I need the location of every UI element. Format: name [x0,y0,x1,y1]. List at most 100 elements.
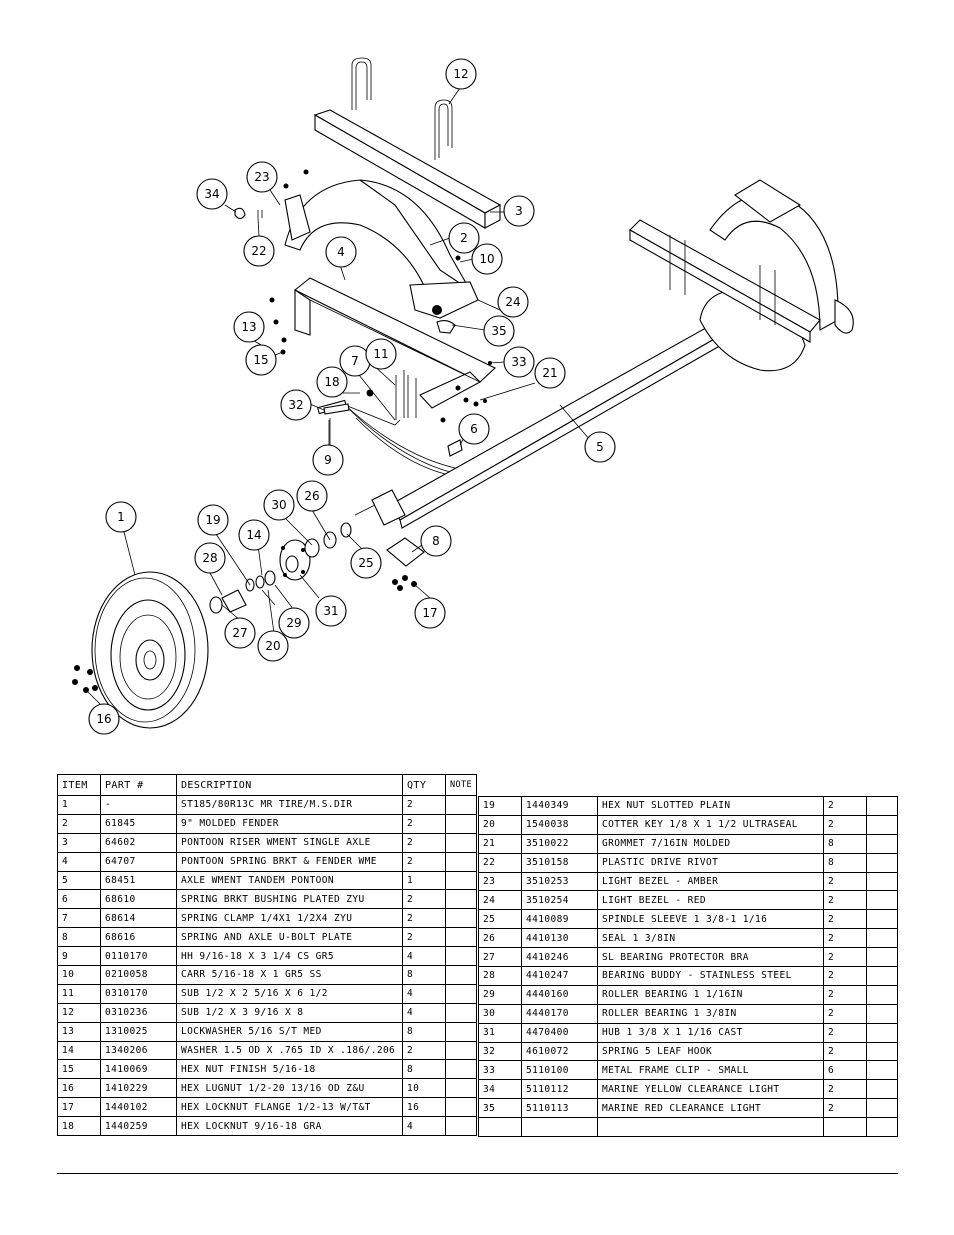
col-header-part: PART # [100,774,177,796]
cell-part: 4610072 [521,1041,598,1062]
cell-part: 4410247 [521,966,598,986]
cell-note [866,1098,898,1119]
cell-item: 15 [57,1059,101,1080]
cell-note [445,889,477,910]
axle [354,319,731,529]
cell-note [866,1079,898,1100]
cell-description [597,1117,824,1138]
svg-text:19: 19 [205,513,220,527]
cell-note [445,1021,477,1042]
callout-29: 29 [278,607,310,639]
callout-13: 13 [233,311,265,343]
cell-description: SEAL 1 3/8IN [597,928,824,949]
cell-description: HEX NUT FINISH 5/16-18 [176,1059,403,1080]
callout-34: 34 [196,178,228,210]
cell-item: 18 [57,1116,101,1137]
cell-qty: 2 [402,889,446,910]
cell-part: 5110100 [521,1060,598,1081]
cell-note [866,928,898,949]
callout-3: 3 [503,195,535,227]
cell-qty [823,1117,867,1138]
cell-description: BEARING BUDDY - STAINLESS STEEL [597,966,824,986]
cell-qty: 10 [402,1078,446,1099]
cell-qty: 8 [402,1021,446,1042]
callout-23: 23 [246,161,278,193]
cell-description: SUB 1/2 X 3 9/16 X 8 [176,1002,403,1023]
cell-description: AXLE WMENT TANDEM PONTOON [176,870,403,891]
cell-description: SUB 1/2 X 2 5/16 X 6 1/2 [176,983,403,1004]
cell-description: PONTOON SPRING BRKT & FENDER WME [176,851,403,872]
hardware [72,169,492,693]
u-bolts-top [351,57,453,160]
cell-part: 68614 [100,908,177,929]
cell-description: COTTER KEY 1/8 X 1 1/2 ULTRASEAL [597,814,824,835]
cell-qty: 1 [402,870,446,891]
cell-part: 3510253 [521,871,598,892]
svg-text:5: 5 [596,440,604,454]
callout-10: 10 [471,243,503,275]
cell-qty: 2 [823,890,867,911]
callout-9: 9 [312,444,344,476]
cell-note [445,832,477,853]
cell-item: 26 [478,928,522,949]
svg-text:17: 17 [422,606,437,620]
col-header-item: ITEM [57,774,101,796]
svg-text:25: 25 [358,556,373,570]
cell-qty: 2 [823,814,867,835]
cell-qty: 4 [402,1116,446,1137]
parts-table-left: ITEM PART # DESCRIPTION QTY NOTE 1-ST185… [57,774,477,1137]
table-header-row: ITEM PART # DESCRIPTION QTY NOTE [57,774,477,796]
cell-description: PLASTIC DRIVE RIVOT [597,852,824,873]
cell-description: HEX LUGNUT 1/2-20 13/16 OD Z&U [176,1078,403,1099]
cell-item [478,1117,522,1138]
cell-note [866,909,898,930]
cell-part: 3510254 [521,890,598,911]
cell-qty: 8 [823,833,867,854]
cell-note [866,1022,898,1043]
cell-qty: 8 [823,852,867,873]
cell-note [866,852,898,873]
cell-note [866,1003,898,1024]
callout-11: 11 [365,338,397,370]
callout-33: 33 [503,346,535,378]
cell-note [866,796,898,816]
cell-description: ROLLER BEARING 1 3/8IN [597,1003,824,1024]
callout-32: 32 [280,389,312,421]
cell-note [445,870,477,891]
callout-5: 5 [584,431,616,463]
callout-7: 7 [339,345,371,377]
cell-note [866,1117,898,1138]
cell-description: HUB 1 3/8 X 1 1/16 CAST [597,1022,824,1043]
cell-note [866,947,898,968]
callout-8: 8 [420,525,452,557]
cell-description: LIGHT BEZEL - RED [597,890,824,911]
cell-part: 4440160 [521,984,598,1005]
cell-note [445,908,477,929]
cell-part: 0310170 [100,983,177,1004]
cell-qty: 16 [402,1097,446,1118]
cell-part: 1340206 [100,1040,177,1061]
callout-30: 30 [263,489,295,521]
col-header-description: DESCRIPTION [176,774,403,796]
footer-rule [57,1173,898,1174]
riser-tube [313,109,502,229]
cell-item: 21 [478,833,522,854]
cell-part: 1440102 [100,1097,177,1118]
cell-qty: 2 [823,1041,867,1062]
cell-part: 3510022 [521,833,598,854]
svg-text:12: 12 [453,67,468,81]
